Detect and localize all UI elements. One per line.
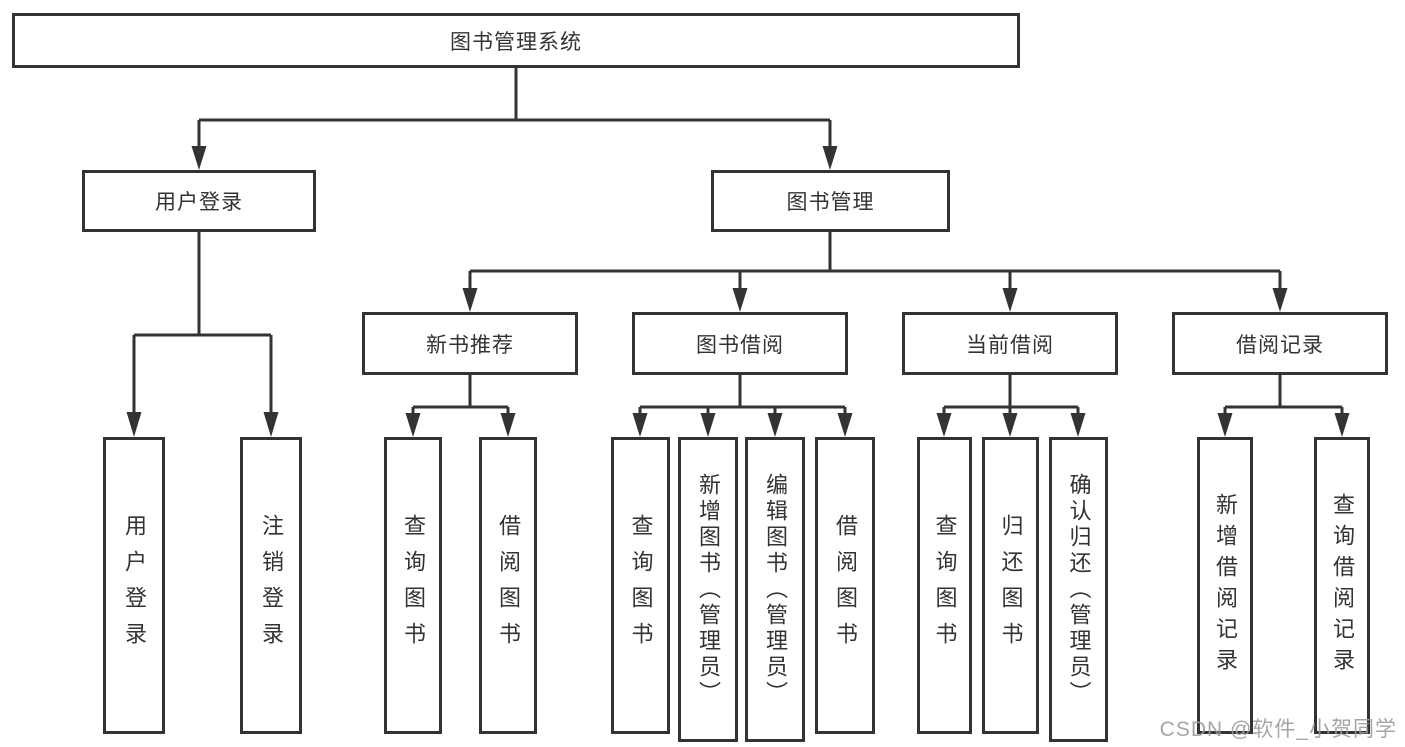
leaf-add-borrow-record: 新增借阅记录: [1197, 437, 1253, 734]
leaf-add-books-admin: 新增图书（管理员）: [678, 437, 738, 742]
leaf-query-books-recommend: 查询图书: [384, 437, 442, 734]
leaf-user-login: 用户登录: [103, 437, 165, 734]
leaf-edit-books-admin: 编辑图书（管理员）: [745, 437, 805, 742]
leaf-query-borrow-record: 查询借阅记录: [1314, 437, 1370, 734]
node-borrow-records: 借阅记录: [1172, 312, 1388, 375]
csdn-watermark: CSDN @软件_小贺同学: [1159, 718, 1397, 741]
leaf-confirm-return-admin: 确认归还（管理员）: [1049, 437, 1108, 742]
leaf-borrow-books: 借阅图书: [815, 437, 875, 734]
node-book-management: 图书管理: [711, 170, 950, 232]
leaf-return-books: 归还图书: [982, 437, 1039, 734]
node-root: 图书管理系统: [12, 13, 1020, 68]
leaf-borrow-books-recommend: 借阅图书: [479, 437, 537, 734]
node-current-borrow: 当前借阅: [902, 312, 1118, 375]
leaf-logout: 注销登录: [240, 437, 302, 734]
leaf-query-books-borrow: 查询图书: [611, 437, 670, 734]
leaf-query-books-current: 查询图书: [917, 437, 972, 734]
node-book-borrow: 图书借阅: [632, 312, 848, 375]
node-user-login: 用户登录: [82, 170, 316, 232]
node-new-book-recommend: 新书推荐: [362, 312, 578, 375]
